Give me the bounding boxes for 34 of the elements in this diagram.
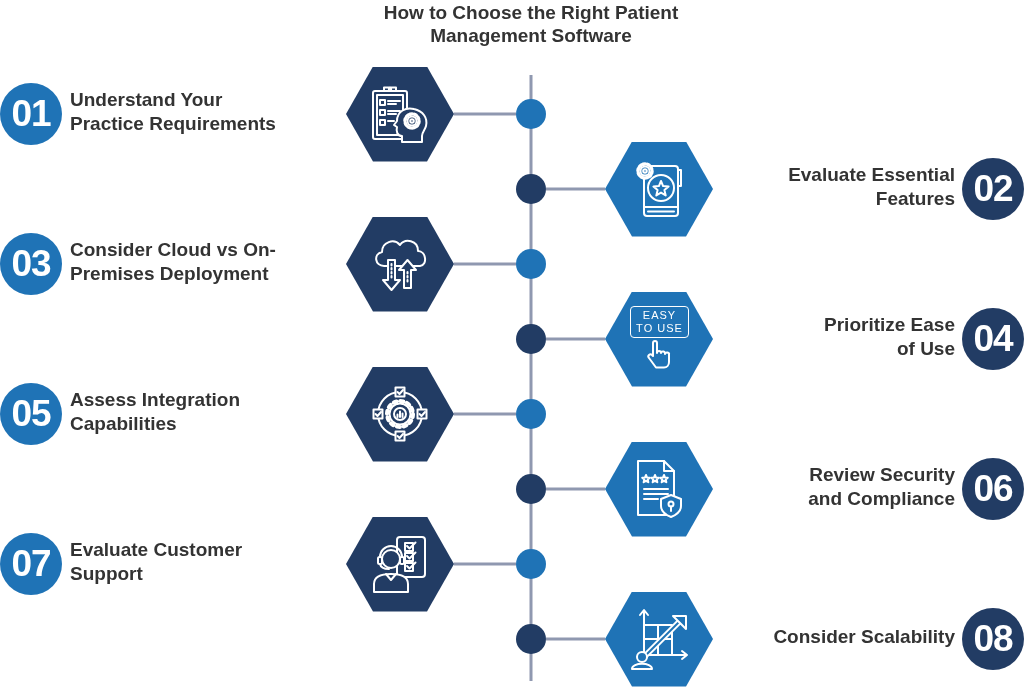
- timeline-dot: [516, 549, 546, 579]
- step-number: 01: [0, 83, 62, 145]
- diagram-title: How to Choose the Right Patient Management Software: [383, 1, 679, 47]
- connector-line: [546, 187, 605, 191]
- step-title: Understand Your Practice Requirements: [70, 88, 277, 136]
- timeline-dot: [516, 399, 546, 429]
- step-number: 07: [0, 533, 62, 595]
- timeline-dot: [516, 174, 546, 204]
- step-title: Consider Cloud vs On-Premises Deployment: [70, 238, 277, 286]
- connector-line: [546, 637, 605, 641]
- step-title: Evaluate Customer Support: [70, 538, 244, 586]
- framed-caption: EASY TO USE: [629, 305, 689, 338]
- connector-line: [454, 112, 516, 116]
- step-title: Consider Scalability: [772, 625, 955, 649]
- step-number: 08: [962, 608, 1024, 670]
- step-title: Assess Integration Capabilities: [70, 388, 241, 436]
- connector-line: [454, 562, 516, 566]
- timeline-dot: [516, 624, 546, 654]
- timeline-dot: [516, 324, 546, 354]
- step-number: 03: [0, 233, 62, 295]
- step-title: Prioritize Ease of Use: [823, 313, 955, 361]
- step-number: 02: [962, 158, 1024, 220]
- step-title: Review Security and Compliance: [807, 463, 955, 511]
- timeline-dot: [516, 249, 546, 279]
- timeline-dot: [516, 474, 546, 504]
- connector-line: [546, 337, 605, 341]
- connector-line: [546, 487, 605, 491]
- connector-line: [454, 412, 516, 416]
- step-number: 04: [962, 308, 1024, 370]
- step-number: 05: [0, 383, 62, 445]
- step-title: Evaluate Essential Features: [787, 163, 955, 211]
- connector-line: [454, 262, 516, 266]
- timeline-dot: [516, 99, 546, 129]
- step-number: 06: [962, 458, 1024, 520]
